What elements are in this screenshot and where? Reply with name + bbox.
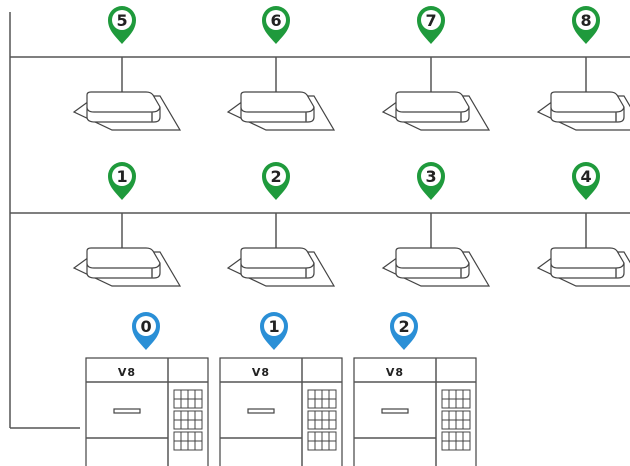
map-pin-icon: 1 [108,162,136,200]
map-pin-icon: 3 [417,162,445,200]
indoor-row-lower: 1 2 [72,162,630,287]
cassette-unit-icon [226,91,336,131]
outdoor-unit-brand: V8 [386,366,404,379]
outdoor-unit-id: 0 [140,317,151,336]
outdoor-unit-icon [85,357,209,466]
map-pin-icon: 1 [260,312,288,350]
cassette-unit-icon [72,91,182,131]
outdoor-unit[interactable]: V8 0 [85,312,209,466]
indoor-unit-id: 1 [116,167,127,186]
map-pin-icon: 6 [262,6,290,44]
indoor-unit[interactable]: 5 [72,6,182,131]
indoor-unit[interactable]: 7 [381,6,491,131]
indoor-unit-id: 5 [116,11,127,30]
map-pin-icon: 2 [262,162,290,200]
indoor-unit-id: 3 [425,167,436,186]
outdoor-units: V8 0 V8 [85,312,477,466]
map-pin-icon: 7 [417,6,445,44]
indoor-unit[interactable]: 4 [536,162,630,287]
outdoor-unit-brand: V8 [118,366,136,379]
indoor-unit[interactable]: 8 [536,6,630,131]
outdoor-unit-icon [353,357,477,466]
indoor-unit-id: 7 [425,11,436,30]
cassette-unit-icon [381,91,491,131]
indoor-unit[interactable]: 3 [381,162,491,287]
outdoor-unit-id: 1 [268,317,279,336]
indoor-unit[interactable]: 2 [226,162,336,287]
cassette-unit-icon [226,247,336,287]
map-pin-icon: 2 [390,312,418,350]
cassette-unit-icon [536,247,630,287]
map-pin-icon: 8 [572,6,600,44]
indoor-unit-id: 8 [580,11,591,30]
piping [9,12,630,429]
indoor-unit[interactable]: 1 [72,162,182,287]
outdoor-unit-id: 2 [398,317,409,336]
cassette-unit-icon [381,247,491,287]
indoor-unit[interactable]: 6 [226,6,336,131]
indoor-unit-id: 6 [270,11,281,30]
indoor-row-upper: 5 6 [72,6,630,131]
indoor-unit-id: 2 [270,167,281,186]
outdoor-unit[interactable]: V8 2 [353,312,477,466]
indoor-unit-id: 4 [580,167,591,186]
map-pin-icon: 0 [132,312,160,350]
cassette-unit-icon [536,91,630,131]
outdoor-unit[interactable]: V8 1 [219,312,343,466]
outdoor-unit-brand: V8 [252,366,270,379]
map-pin-icon: 5 [108,6,136,44]
cassette-unit-icon [72,247,182,287]
map-pin-icon: 4 [572,162,600,200]
outdoor-unit-icon [219,357,343,466]
